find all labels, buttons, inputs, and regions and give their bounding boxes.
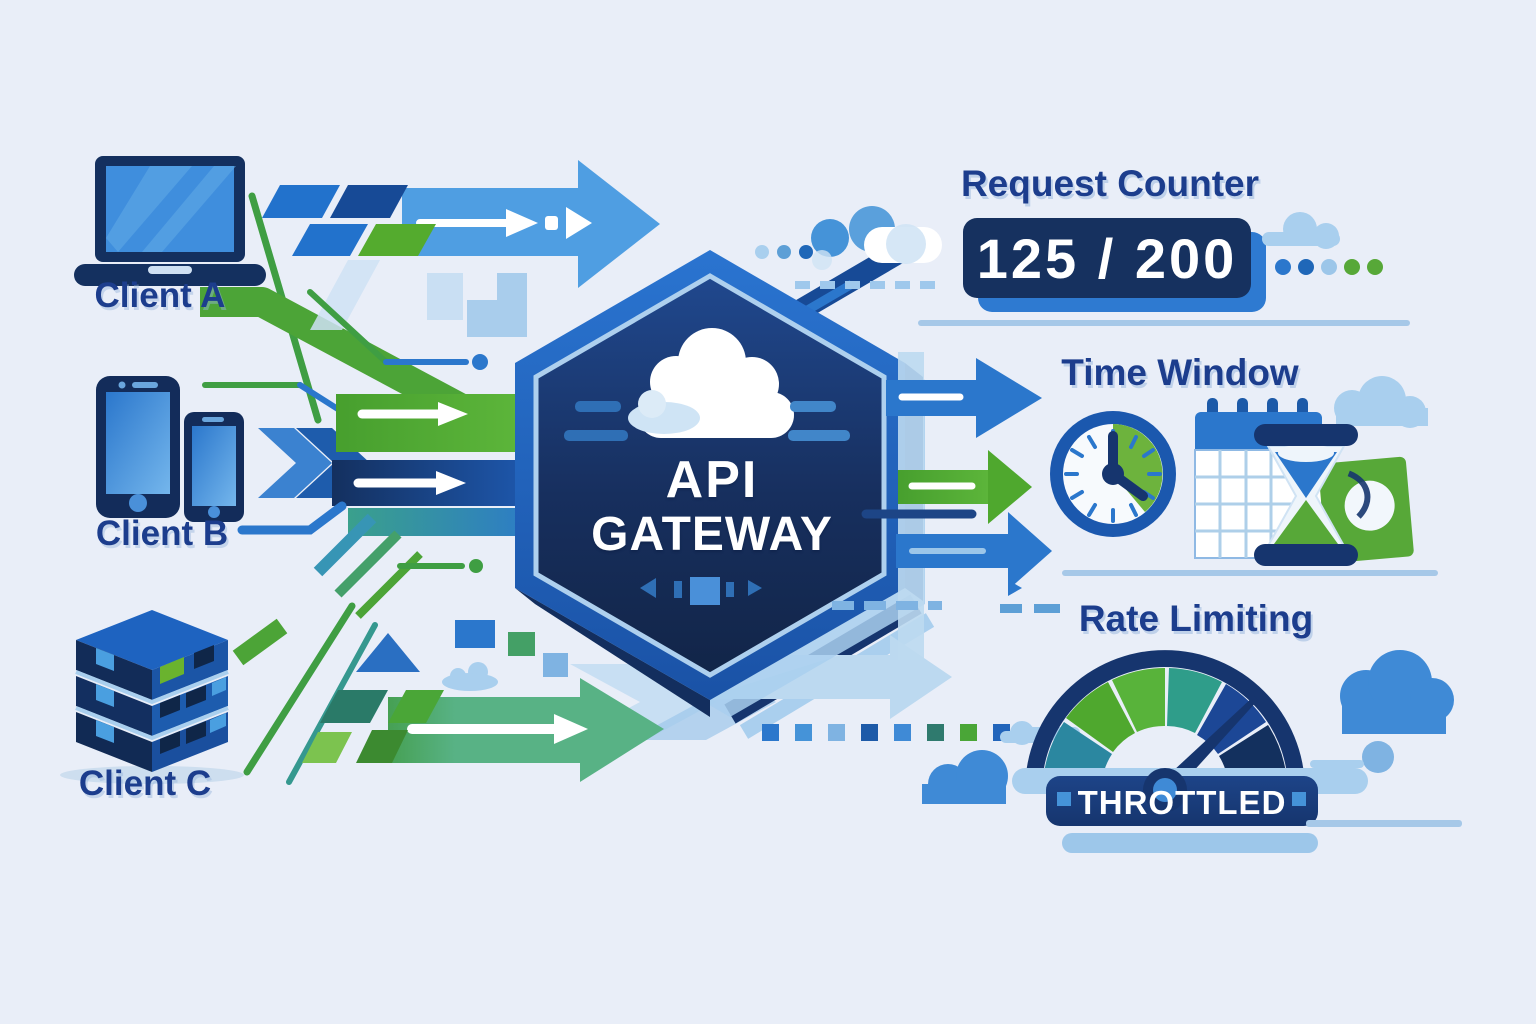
time-window-title: Time Window bbox=[1061, 352, 1299, 393]
client-b-label: Client B bbox=[95, 514, 229, 553]
hexagon-bottom-decor bbox=[640, 577, 762, 605]
gateway-title-line1: API bbox=[665, 451, 759, 509]
server-icon bbox=[60, 610, 244, 784]
green-card bbox=[1318, 456, 1414, 564]
client-c-label: Client C bbox=[78, 764, 212, 803]
hourglass-icon bbox=[1254, 424, 1358, 566]
gateway-title-line2: GATEWAY bbox=[591, 508, 833, 561]
rate-limiting-title: Rate Limiting bbox=[1078, 598, 1314, 639]
small-cloud-icon bbox=[442, 662, 498, 691]
cloud-icon bbox=[1310, 650, 1454, 773]
gateway-output-arrows bbox=[832, 352, 1052, 660]
clock-icon bbox=[1050, 411, 1176, 537]
request-counter-panel bbox=[963, 212, 1383, 312]
bottom-center-decor bbox=[762, 724, 1080, 804]
cloud-icon bbox=[922, 750, 1008, 804]
smartphone-icon bbox=[96, 376, 244, 522]
top-left-flow-decor bbox=[200, 160, 660, 424]
cloud-icon bbox=[1334, 376, 1428, 428]
middle-flow-decor bbox=[237, 394, 516, 619]
client-a-label: Client A bbox=[94, 276, 226, 315]
time-window-panel bbox=[1050, 376, 1438, 576]
request-counter-title: Request Counter bbox=[960, 163, 1260, 204]
rate-limiting-panel bbox=[1000, 580, 1462, 853]
throttled-badge: THROTTLED bbox=[1077, 784, 1287, 821]
gauge-icon bbox=[1012, 650, 1368, 853]
laptop-icon bbox=[74, 156, 266, 286]
cloud-icon bbox=[628, 328, 794, 438]
cloud-icon bbox=[1262, 212, 1340, 249]
dots-row bbox=[1275, 259, 1383, 275]
request-counter-value: 125 / 200 bbox=[976, 227, 1238, 290]
api-gateway-hexagon bbox=[515, 250, 923, 717]
top-center-decor bbox=[755, 206, 1410, 326]
bottom-flow-decor bbox=[232, 602, 664, 785]
dash-decor bbox=[1000, 604, 1060, 613]
